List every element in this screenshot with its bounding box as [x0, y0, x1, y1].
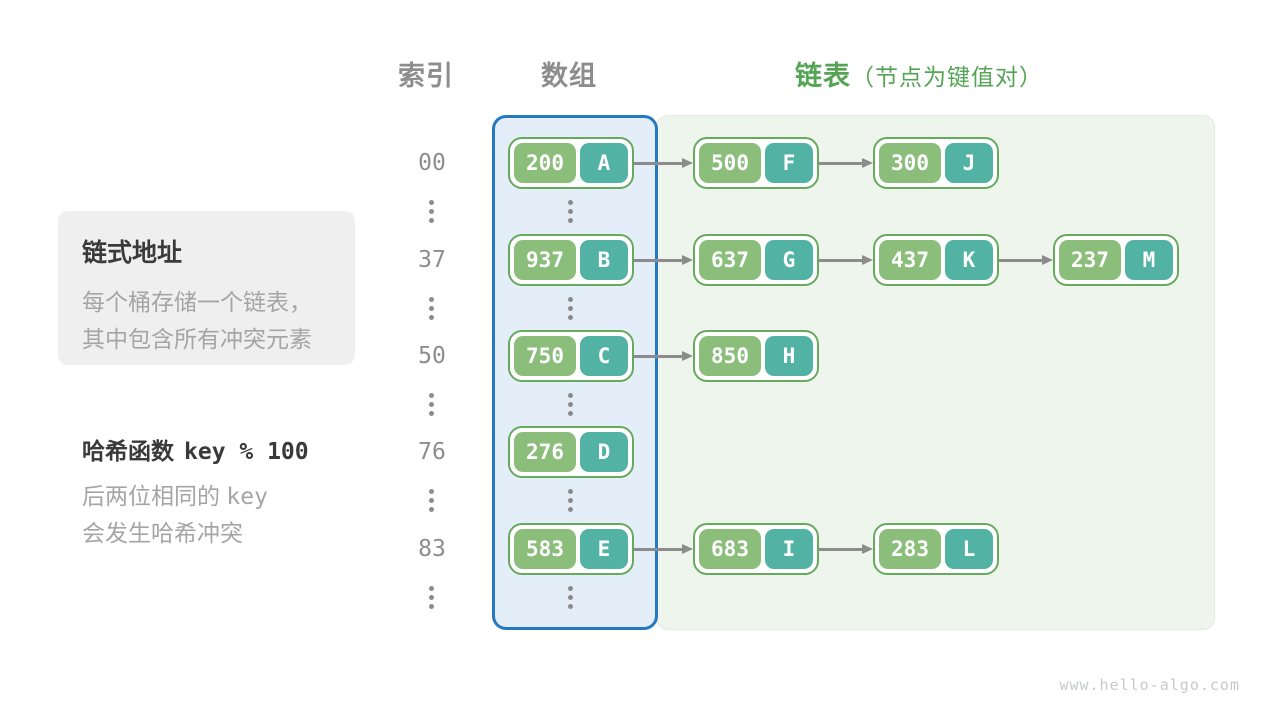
index-label: 83	[418, 536, 446, 562]
bucket-node: 937 B	[508, 234, 634, 286]
note-box-line: 每个桶存储一个链表，	[82, 289, 312, 315]
note-box-title: 链式地址	[82, 239, 183, 267]
key-code-text: key	[226, 484, 268, 510]
chain-node: 283 L	[873, 523, 999, 575]
node-key: 437	[879, 240, 941, 280]
node-value: I	[765, 529, 813, 569]
bucket-node: 200 A	[508, 137, 634, 189]
node-value: G	[765, 240, 813, 280]
array-column-header: 数组	[541, 61, 597, 91]
arrow-right-icon	[634, 253, 693, 267]
chaining-note-box: 链式地址 每个桶存储一个链表， 其中包含所有冲突元素	[58, 211, 355, 365]
node-value: A	[580, 143, 628, 183]
index-label: 76	[418, 439, 446, 465]
ellipsis-icon	[429, 393, 434, 416]
index-label: 50	[418, 343, 446, 369]
node-key: 583	[514, 529, 576, 569]
node-value: B	[580, 240, 628, 280]
chain-node: 237 M	[1053, 234, 1179, 286]
node-key: 276	[514, 432, 576, 472]
node-value: L	[945, 529, 993, 569]
node-value: D	[580, 432, 628, 472]
hash-note-line: 后两位相同的 key	[82, 483, 268, 510]
hash-function-label: 哈希函数	[82, 438, 174, 464]
ellipsis-icon	[568, 489, 573, 512]
list-column-header: 链表（节点为键值对）	[795, 54, 1043, 93]
ellipsis-icon	[568, 393, 573, 416]
chain-node: 637 G	[693, 234, 819, 286]
arrow-right-icon	[819, 542, 873, 556]
ellipsis-icon	[568, 586, 573, 609]
index-label: 00	[418, 150, 446, 176]
chain-node: 300 J	[873, 137, 999, 189]
ellipsis-icon	[568, 200, 573, 223]
arrow-right-icon	[819, 253, 873, 267]
node-key: 637	[699, 240, 761, 280]
list-header-note: （节点为键值对）	[851, 64, 1043, 90]
node-value: F	[765, 143, 813, 183]
index-column-header: 索引	[398, 61, 454, 91]
arrow-right-icon	[634, 156, 693, 170]
list-header-title: 链表	[795, 61, 851, 91]
note-box-line: 其中包含所有冲突元素	[82, 326, 312, 352]
node-key: 237	[1059, 240, 1121, 280]
node-value: M	[1125, 240, 1173, 280]
arrow-right-icon	[634, 542, 693, 556]
node-value: J	[945, 143, 993, 183]
node-key: 850	[699, 336, 761, 376]
ellipsis-icon	[429, 200, 434, 223]
node-value: E	[580, 529, 628, 569]
node-value: H	[765, 336, 813, 376]
bucket-node: 583 E	[508, 523, 634, 575]
node-key: 750	[514, 336, 576, 376]
ellipsis-icon	[568, 297, 573, 320]
chain-node: 850 H	[693, 330, 819, 382]
node-value: C	[580, 336, 628, 376]
ellipsis-icon	[429, 586, 434, 609]
ellipsis-icon	[429, 297, 434, 320]
chain-node: 500 F	[693, 137, 819, 189]
chain-node: 683 I	[693, 523, 819, 575]
node-key: 283	[879, 529, 941, 569]
node-key: 200	[514, 143, 576, 183]
arrow-right-icon	[634, 349, 693, 363]
index-label: 37	[418, 247, 446, 273]
hash-note-line: 会发生哈希冲突	[82, 520, 243, 546]
arrow-right-icon	[819, 156, 873, 170]
ellipsis-icon	[429, 489, 434, 512]
node-value: K	[945, 240, 993, 280]
node-key: 683	[699, 529, 761, 569]
bucket-node: 276 D	[508, 426, 634, 478]
hash-function-title: 哈希函数 key % 100	[82, 432, 309, 466]
chain-node: 437 K	[873, 234, 999, 286]
node-key: 300	[879, 143, 941, 183]
website-watermark: www.hello-algo.com	[1059, 676, 1240, 694]
node-key: 937	[514, 240, 576, 280]
hash-function-formula: key % 100	[184, 439, 309, 465]
node-key: 500	[699, 143, 761, 183]
arrow-right-icon	[999, 253, 1053, 267]
bucket-node: 750 C	[508, 330, 634, 382]
hash-function-note: 哈希函数 key % 100 后两位相同的 key 会发生哈希冲突	[82, 432, 309, 551]
